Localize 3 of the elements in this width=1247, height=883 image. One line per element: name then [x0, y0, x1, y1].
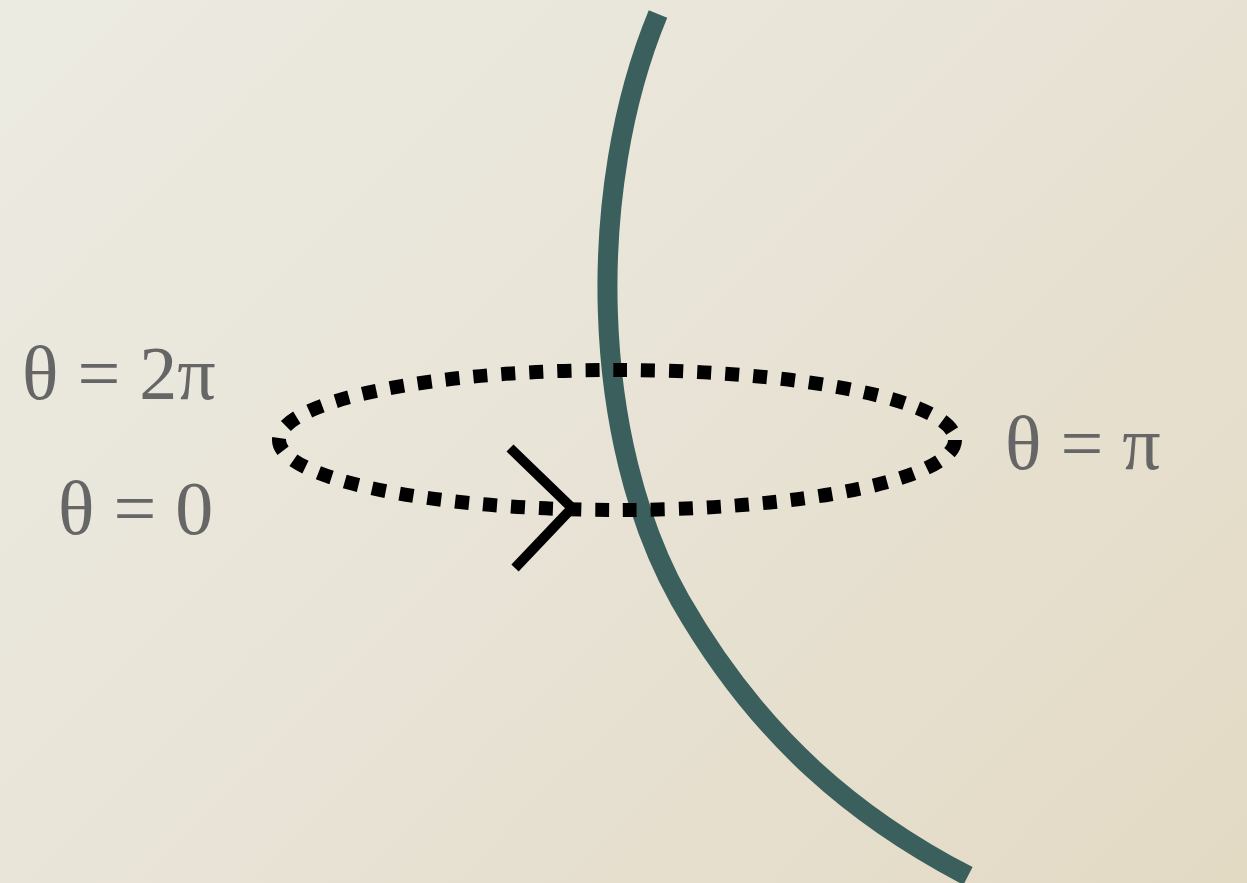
math-label: θ = 2π: [22, 335, 216, 411]
math-label: θ = 0: [58, 470, 214, 546]
math-label: θ = π: [1005, 405, 1161, 481]
